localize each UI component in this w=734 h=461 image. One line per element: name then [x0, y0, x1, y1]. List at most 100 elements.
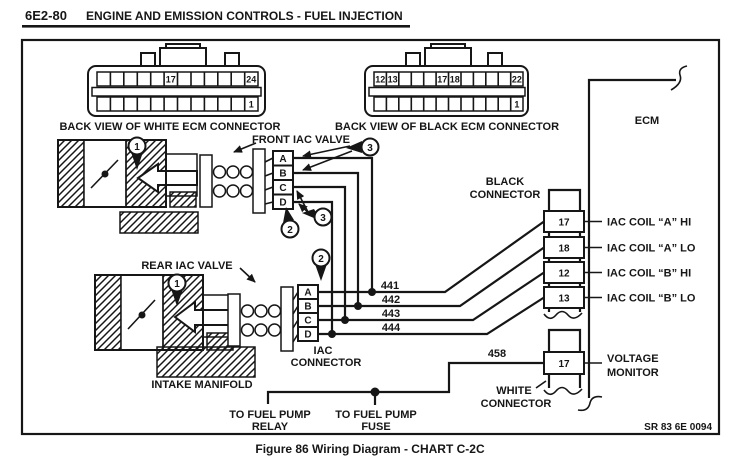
voltage-monitor-label-line2: MONITOR: [607, 367, 659, 379]
valve-hatch-block: [57, 139, 85, 208]
callout-arrow: [302, 150, 353, 171]
terminal-stubs: [584, 220, 602, 299]
terminal-label: IAC COIL “B” HI: [607, 268, 691, 280]
voltage-monitor-label-line1: VOLTAGE: [607, 353, 659, 365]
white-ecm-connector-label: BACK VIEW OF WHITE ECM CONNECTOR: [59, 121, 280, 133]
ecm-edge-lines: [587, 78, 676, 398]
callout-balloon: [313, 207, 333, 227]
rear-iac-coils: [227, 286, 294, 352]
pin-number: 12: [375, 75, 385, 85]
wire-front-c: [293, 185, 347, 320]
wire-443: [318, 271, 545, 322]
white-ecm-connector: 17 24 1 BACK VIEW OF WHITE ECM CONNECTOR: [59, 43, 281, 133]
callout-balloon: [127, 136, 147, 156]
coil-loop: [239, 184, 254, 198]
coil-plate: [199, 154, 213, 208]
valve-hatch-block: [94, 274, 122, 351]
pin-number: 22: [512, 75, 522, 85]
key-bar: [91, 86, 262, 97]
pin-letter: B: [304, 302, 311, 313]
ecm-boundary: ECM: [577, 65, 688, 412]
pin-letter: D: [304, 330, 311, 341]
coil-loop: [212, 165, 227, 179]
pintle-arrow: [136, 162, 198, 194]
wire-label-442: 442: [382, 294, 400, 306]
callout-pointer: [315, 264, 327, 281]
coil-loop: [226, 165, 240, 179]
figure-caption: Figure 86 Wiring Diagram - CHART C-2C: [255, 442, 485, 456]
pin-letter: C: [279, 183, 286, 194]
front-iac-valve-connector: A B C D: [272, 150, 294, 210]
manifold-hatch-block: [156, 346, 256, 378]
pin-number: 1: [514, 100, 519, 110]
wire-444: [318, 296, 545, 336]
coil-plate: [280, 286, 294, 352]
callout-pointer: [346, 141, 362, 153]
pin-number: 17: [166, 75, 176, 85]
wire-label-441: 441: [381, 280, 399, 292]
front-iac-valve-label: FRONT IAC VALVE: [252, 134, 350, 146]
callout-pointer: [131, 152, 143, 170]
wire-label-458: 458: [488, 348, 506, 360]
junction-dot: [354, 302, 362, 310]
callout-balloon: [360, 137, 380, 157]
rear-valve-leader-arrow: [239, 267, 256, 283]
valve-outline: [57, 139, 167, 208]
fuel-pump-relay-label-line2: RELAY: [252, 421, 289, 433]
callout-number: 1: [174, 279, 180, 290]
wire-front-a: [293, 156, 374, 292]
pin-dividers-bottom: [385, 97, 512, 111]
white-connector-leader: [535, 380, 547, 389]
pin-number: 24: [246, 75, 256, 85]
callouts: 1 1 2 2 3 3: [127, 136, 380, 306]
connector-latch-base: [424, 47, 472, 68]
connector-tab: [487, 52, 503, 68]
page-header-title: ENGINE AND EMISSION CONTROLS - FUEL INJE…: [86, 9, 403, 23]
coil-leads: [292, 291, 299, 343]
junction-dot: [328, 330, 336, 338]
coil-loop: [240, 323, 255, 337]
connector-tab: [224, 52, 240, 68]
black-ecm-connector: 12 13 17 18 22 1 BACK VIEW OF BLACK ECM …: [335, 43, 559, 133]
fuel-pump-relay-label-line1: TO FUEL PUMP: [229, 409, 311, 421]
wire-441: [318, 220, 545, 294]
callout-number: 2: [287, 225, 293, 236]
coil-plate: [252, 148, 266, 214]
wire-442: [318, 246, 545, 308]
wire-label-444: 444: [382, 322, 401, 334]
callout-number: 2: [318, 254, 324, 265]
front-iac-coils: [199, 148, 266, 214]
coil-plate: [227, 293, 241, 347]
coil-loop: [240, 304, 255, 318]
pin-letter: A: [279, 154, 286, 165]
page-header-section: 6E2-80: [25, 8, 67, 23]
break-mark-bottom: [577, 395, 603, 412]
rear-iac-connector: A B C D: [297, 284, 319, 342]
valve-pivot: [138, 311, 146, 319]
callout-pointer: [283, 207, 294, 223]
pin-number: 18: [450, 75, 460, 85]
pin-dividers-bottom: [109, 97, 246, 111]
wire-front-d: [293, 200, 334, 334]
black-connector-label-line2: CONNECTOR: [470, 189, 541, 201]
terminal-pin: 18: [558, 244, 570, 255]
junction-dot: [370, 387, 380, 397]
reference-code: SR 83 6E 0094: [644, 422, 712, 433]
valve-hatch-block: [169, 191, 197, 208]
terminal-label: IAC COIL “A” HI: [607, 217, 691, 229]
callout-balloon: [167, 273, 187, 293]
terminal-pin: 13: [558, 294, 570, 305]
coil-loop: [267, 304, 282, 318]
break-mark-top: [670, 65, 688, 91]
coil-loop: [239, 165, 254, 179]
header-underline: [22, 25, 410, 28]
ecm-label: ECM: [635, 115, 659, 127]
callout-balloon: [280, 219, 300, 239]
pin-letter: A: [304, 288, 311, 299]
pin-number: 17: [437, 75, 447, 85]
iac-connector-label-line2: CONNECTOR: [291, 357, 362, 369]
manifold-hatch-block: [119, 211, 199, 234]
callout-number: 3: [367, 143, 373, 154]
terminal-pin: 17: [558, 218, 570, 229]
